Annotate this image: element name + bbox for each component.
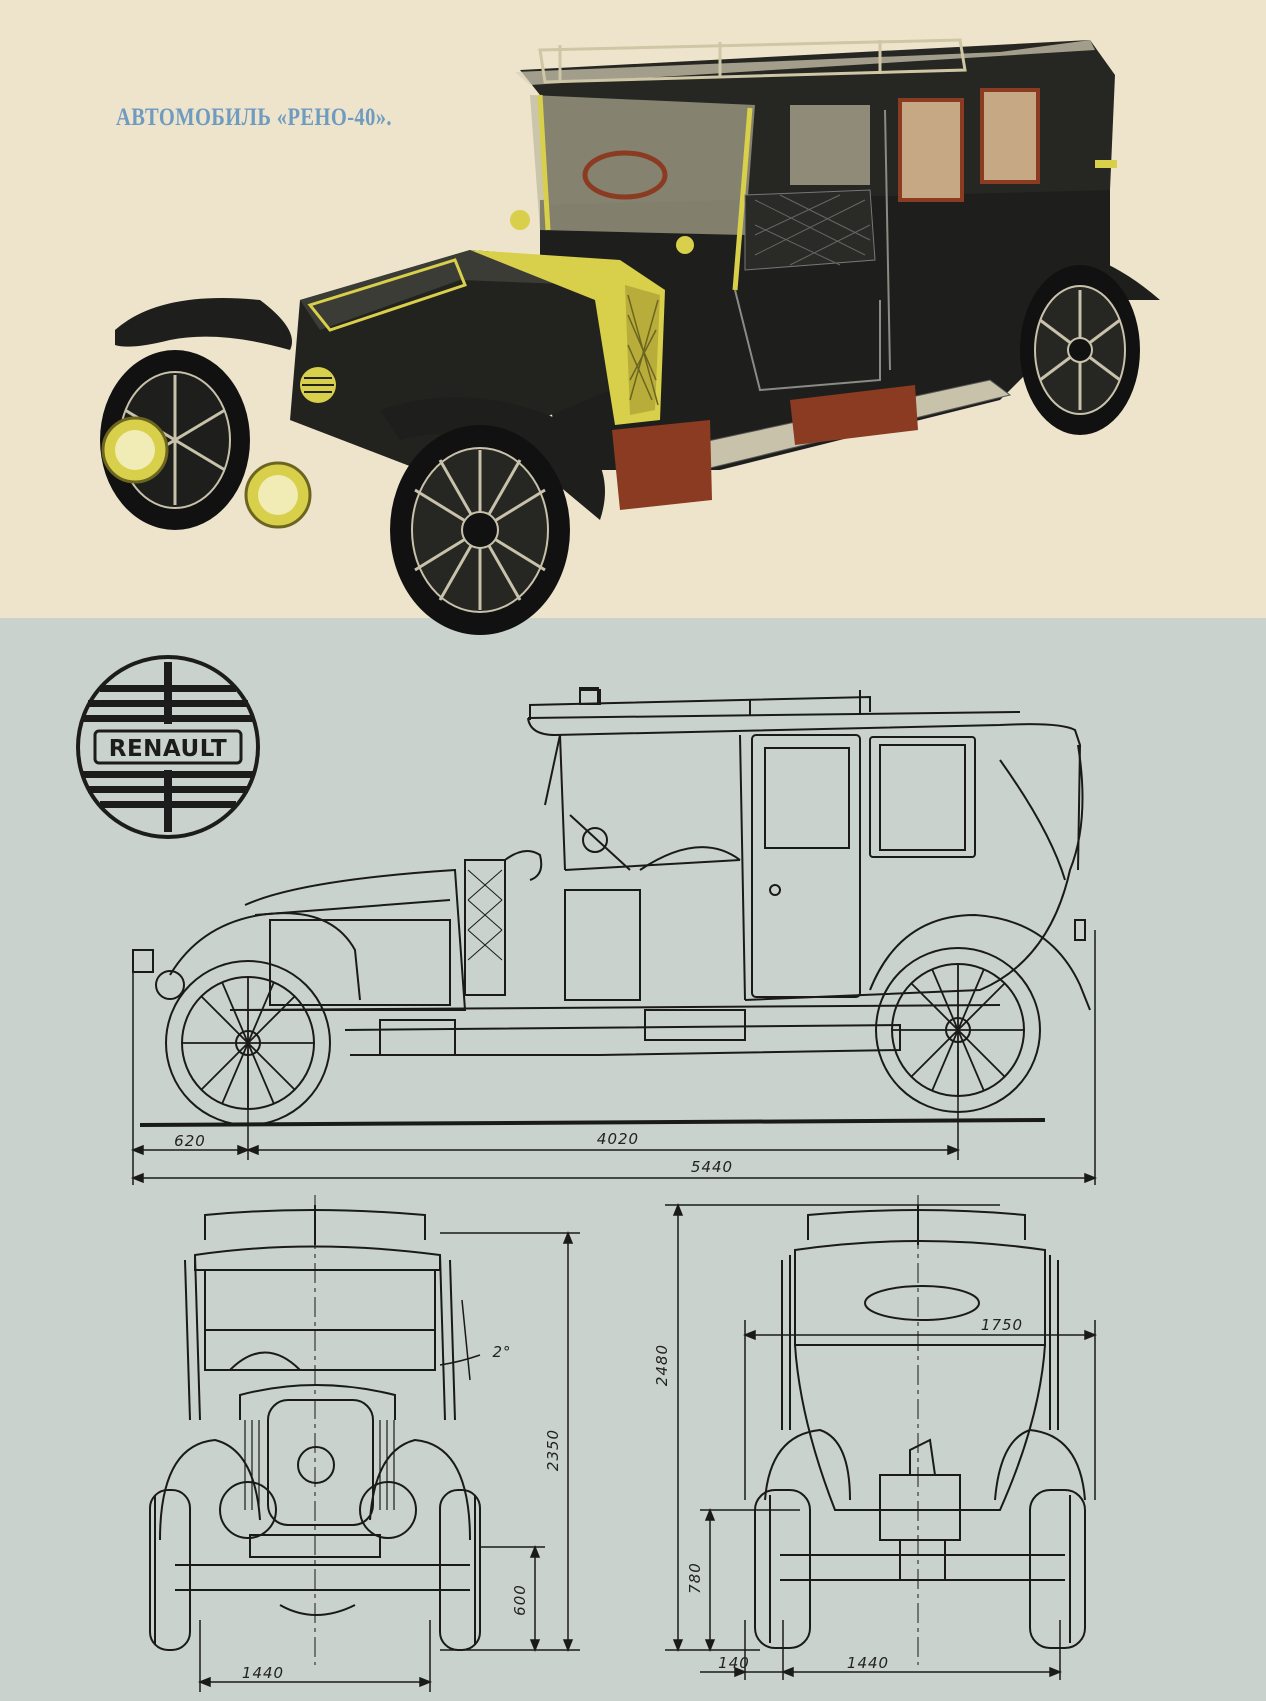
rear-dimension-lines [665,1202,1098,1680]
logo-text: RENAULT [109,736,227,762]
ground-line [139,1118,1046,1127]
body-width-label: 1750 [981,1316,1023,1334]
angle-label: 2° [492,1343,511,1361]
axle-height-label: 780 [686,1562,704,1594]
front-height-label: 2350 [544,1429,562,1471]
front-dimension-lines [197,1230,580,1692]
ground-clearance-label: 600 [511,1584,529,1616]
rear-height-label: 2480 [653,1344,671,1386]
renault-logo [76,655,260,839]
offset-label: 140 [718,1654,750,1672]
car-illustration [100,38,1160,635]
front-view-drawing [149,1205,481,1651]
side-view-drawing [132,687,1091,1126]
wheelbase-label: 4020 [597,1130,639,1148]
front-overhang-label: 620 [174,1132,206,1150]
overall-length-label: 5440 [691,1158,733,1176]
page-title: АВТОМОБИЛЬ «РЕНО-40». [116,104,392,131]
side-dimension-lines [130,930,1098,1185]
rear-track-label: 1440 [847,1654,889,1672]
blueprint-panel [0,618,1266,1701]
rear-view-drawing [754,1205,1086,1649]
front-track-label: 1440 [242,1664,284,1682]
